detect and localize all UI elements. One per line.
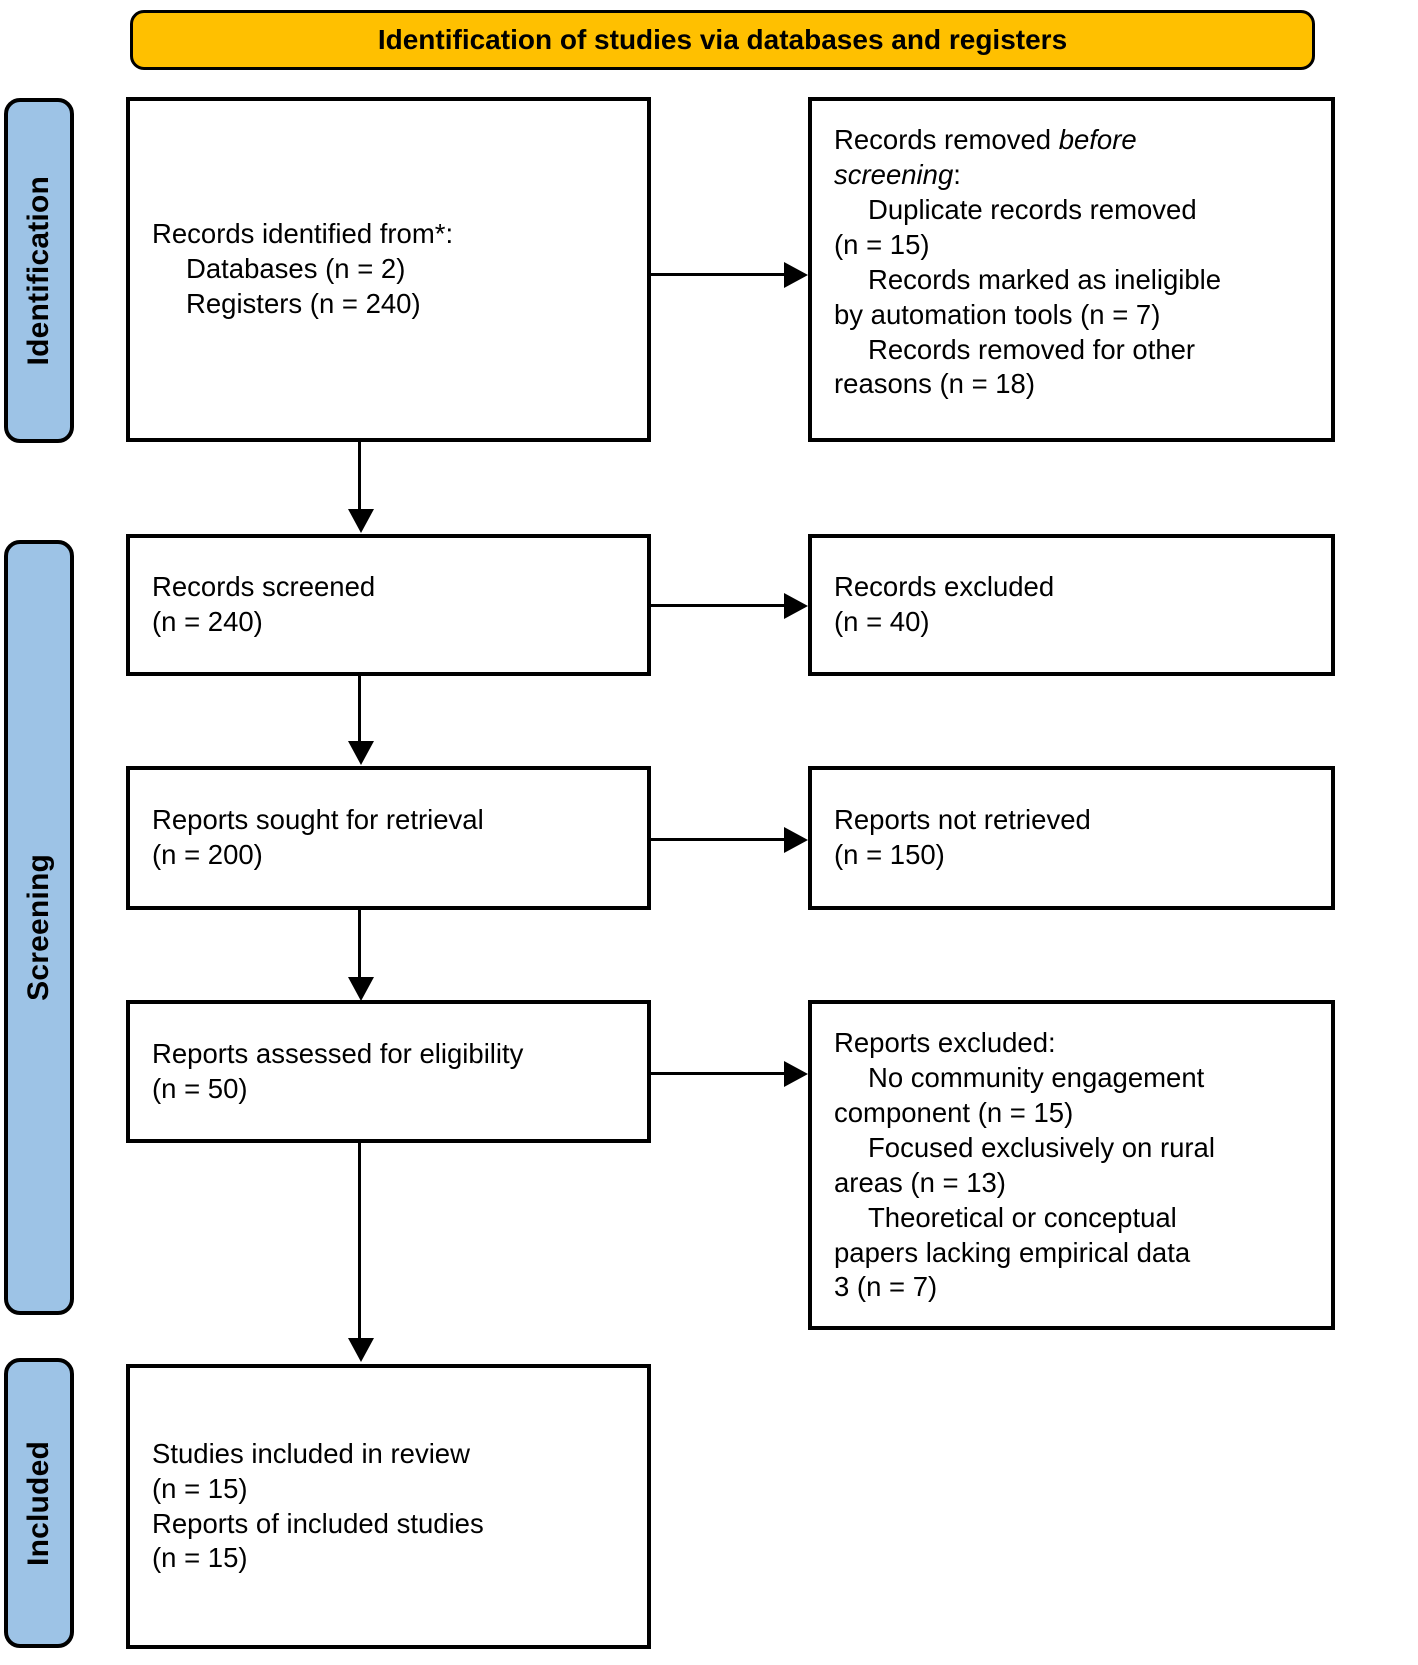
box-line: Databases (n = 2) [186,253,406,285]
connector-screened-to-sought [358,676,361,746]
box-reports-excluded: Reports excluded: No community engagemen… [808,1000,1335,1330]
box-line: Reports sought for retrieval [152,804,484,836]
arrowhead-assessed-to-reports-excluded [784,1061,808,1087]
connector-assessed-to-included [358,1143,361,1343]
box-line: Records identified from*: [152,218,454,250]
arrowhead-identified-to-screened [348,509,374,533]
arrowhead-screened-to-excluded [784,593,808,619]
box-line: Records screened [152,571,376,603]
header-banner: Identification of studies via databases … [130,10,1315,70]
phase-rail-screening: Screening [4,540,74,1315]
box-line: (n = 15) [152,1542,248,1574]
connector-sought-to-assessed [358,910,361,982]
box-line: Reports not retrieved [834,804,1091,836]
box-line: Reports of included studies [152,1507,484,1539]
phase-label-included: Included [22,1440,55,1566]
box-studies-included: Studies included in review (n = 15) Repo… [126,1364,651,1649]
box-line: screening: [834,158,1315,193]
box-line: Records marked as ineligible [868,263,1222,295]
box-line: Records removed before [834,123,1315,158]
box-line: component (n = 15) [834,1096,1074,1128]
box-line: Duplicate records removed [868,193,1197,225]
box-line: (n = 15) [834,228,930,260]
box-line: by automation tools (n = 7) [834,298,1161,330]
box-line: reasons (n = 18) [834,368,1036,400]
box-line: 3 (n = 7) [834,1271,938,1303]
box-line: Records excluded [834,571,1055,603]
box-line: Focused exclusively on rural [868,1131,1215,1163]
box-line: (n = 50) [152,1072,248,1104]
box-line: (n = 40) [834,606,930,637]
box-records-removed-before-screening: Records removed before screening: Duplic… [808,97,1335,442]
box-reports-sought: Reports sought for retrieval (n = 200) [126,766,651,910]
box-line-text: Records removed [834,124,1059,155]
arrowhead-screened-to-sought [348,741,374,765]
phase-rail-included: Included [4,1358,74,1648]
box-line: (n = 240) [152,606,263,637]
connector-screened-to-excluded [651,604,784,607]
arrowhead-sought-to-not-retrieved [784,827,808,853]
box-records-screened: Records screened (n = 240) [126,534,651,676]
box-line: No community engagement [868,1061,1205,1093]
arrowhead-sought-to-assessed [348,977,374,1001]
phase-rail-identification: Identification [4,98,74,443]
box-line-emphasis: screening [834,158,954,190]
box-line-text: : [953,158,961,190]
phase-label-screening: Screening [22,854,55,1001]
box-line: Theoretical or conceptual [868,1201,1177,1233]
box-reports-assessed: Reports assessed for eligibility (n = 50… [126,1000,651,1143]
box-line: Reports excluded: [834,1027,1056,1058]
box-reports-not-retrieved: Reports not retrieved (n = 150) [808,766,1335,910]
connector-sought-to-not-retrieved [651,838,784,841]
phase-label-identification: Identification [22,175,55,366]
arrowhead-identified-to-removed [784,262,808,288]
box-records-identified: Records identified from*: Databases (n =… [126,97,651,442]
box-records-excluded: Records excluded (n = 40) [808,534,1335,676]
box-line: areas (n = 13) [834,1166,1006,1198]
connector-identified-to-removed [651,273,784,276]
box-line: (n = 200) [152,839,263,870]
connector-identified-to-screened [358,442,361,514]
box-line: (n = 15) [152,1472,248,1504]
box-line: papers lacking empirical data [834,1236,1191,1268]
box-line-emphasis: before [1058,124,1137,155]
box-line: Reports assessed for eligibility [152,1037,524,1069]
box-line: (n = 150) [834,839,945,870]
connector-assessed-to-reports-excluded [651,1072,784,1075]
box-line: Records removed for other [868,333,1196,365]
box-line: Registers (n = 240) [186,287,421,319]
arrowhead-assessed-to-included [348,1338,374,1362]
banner-title: Identification of studies via databases … [377,23,1068,55]
box-line: Studies included in review [152,1437,470,1469]
